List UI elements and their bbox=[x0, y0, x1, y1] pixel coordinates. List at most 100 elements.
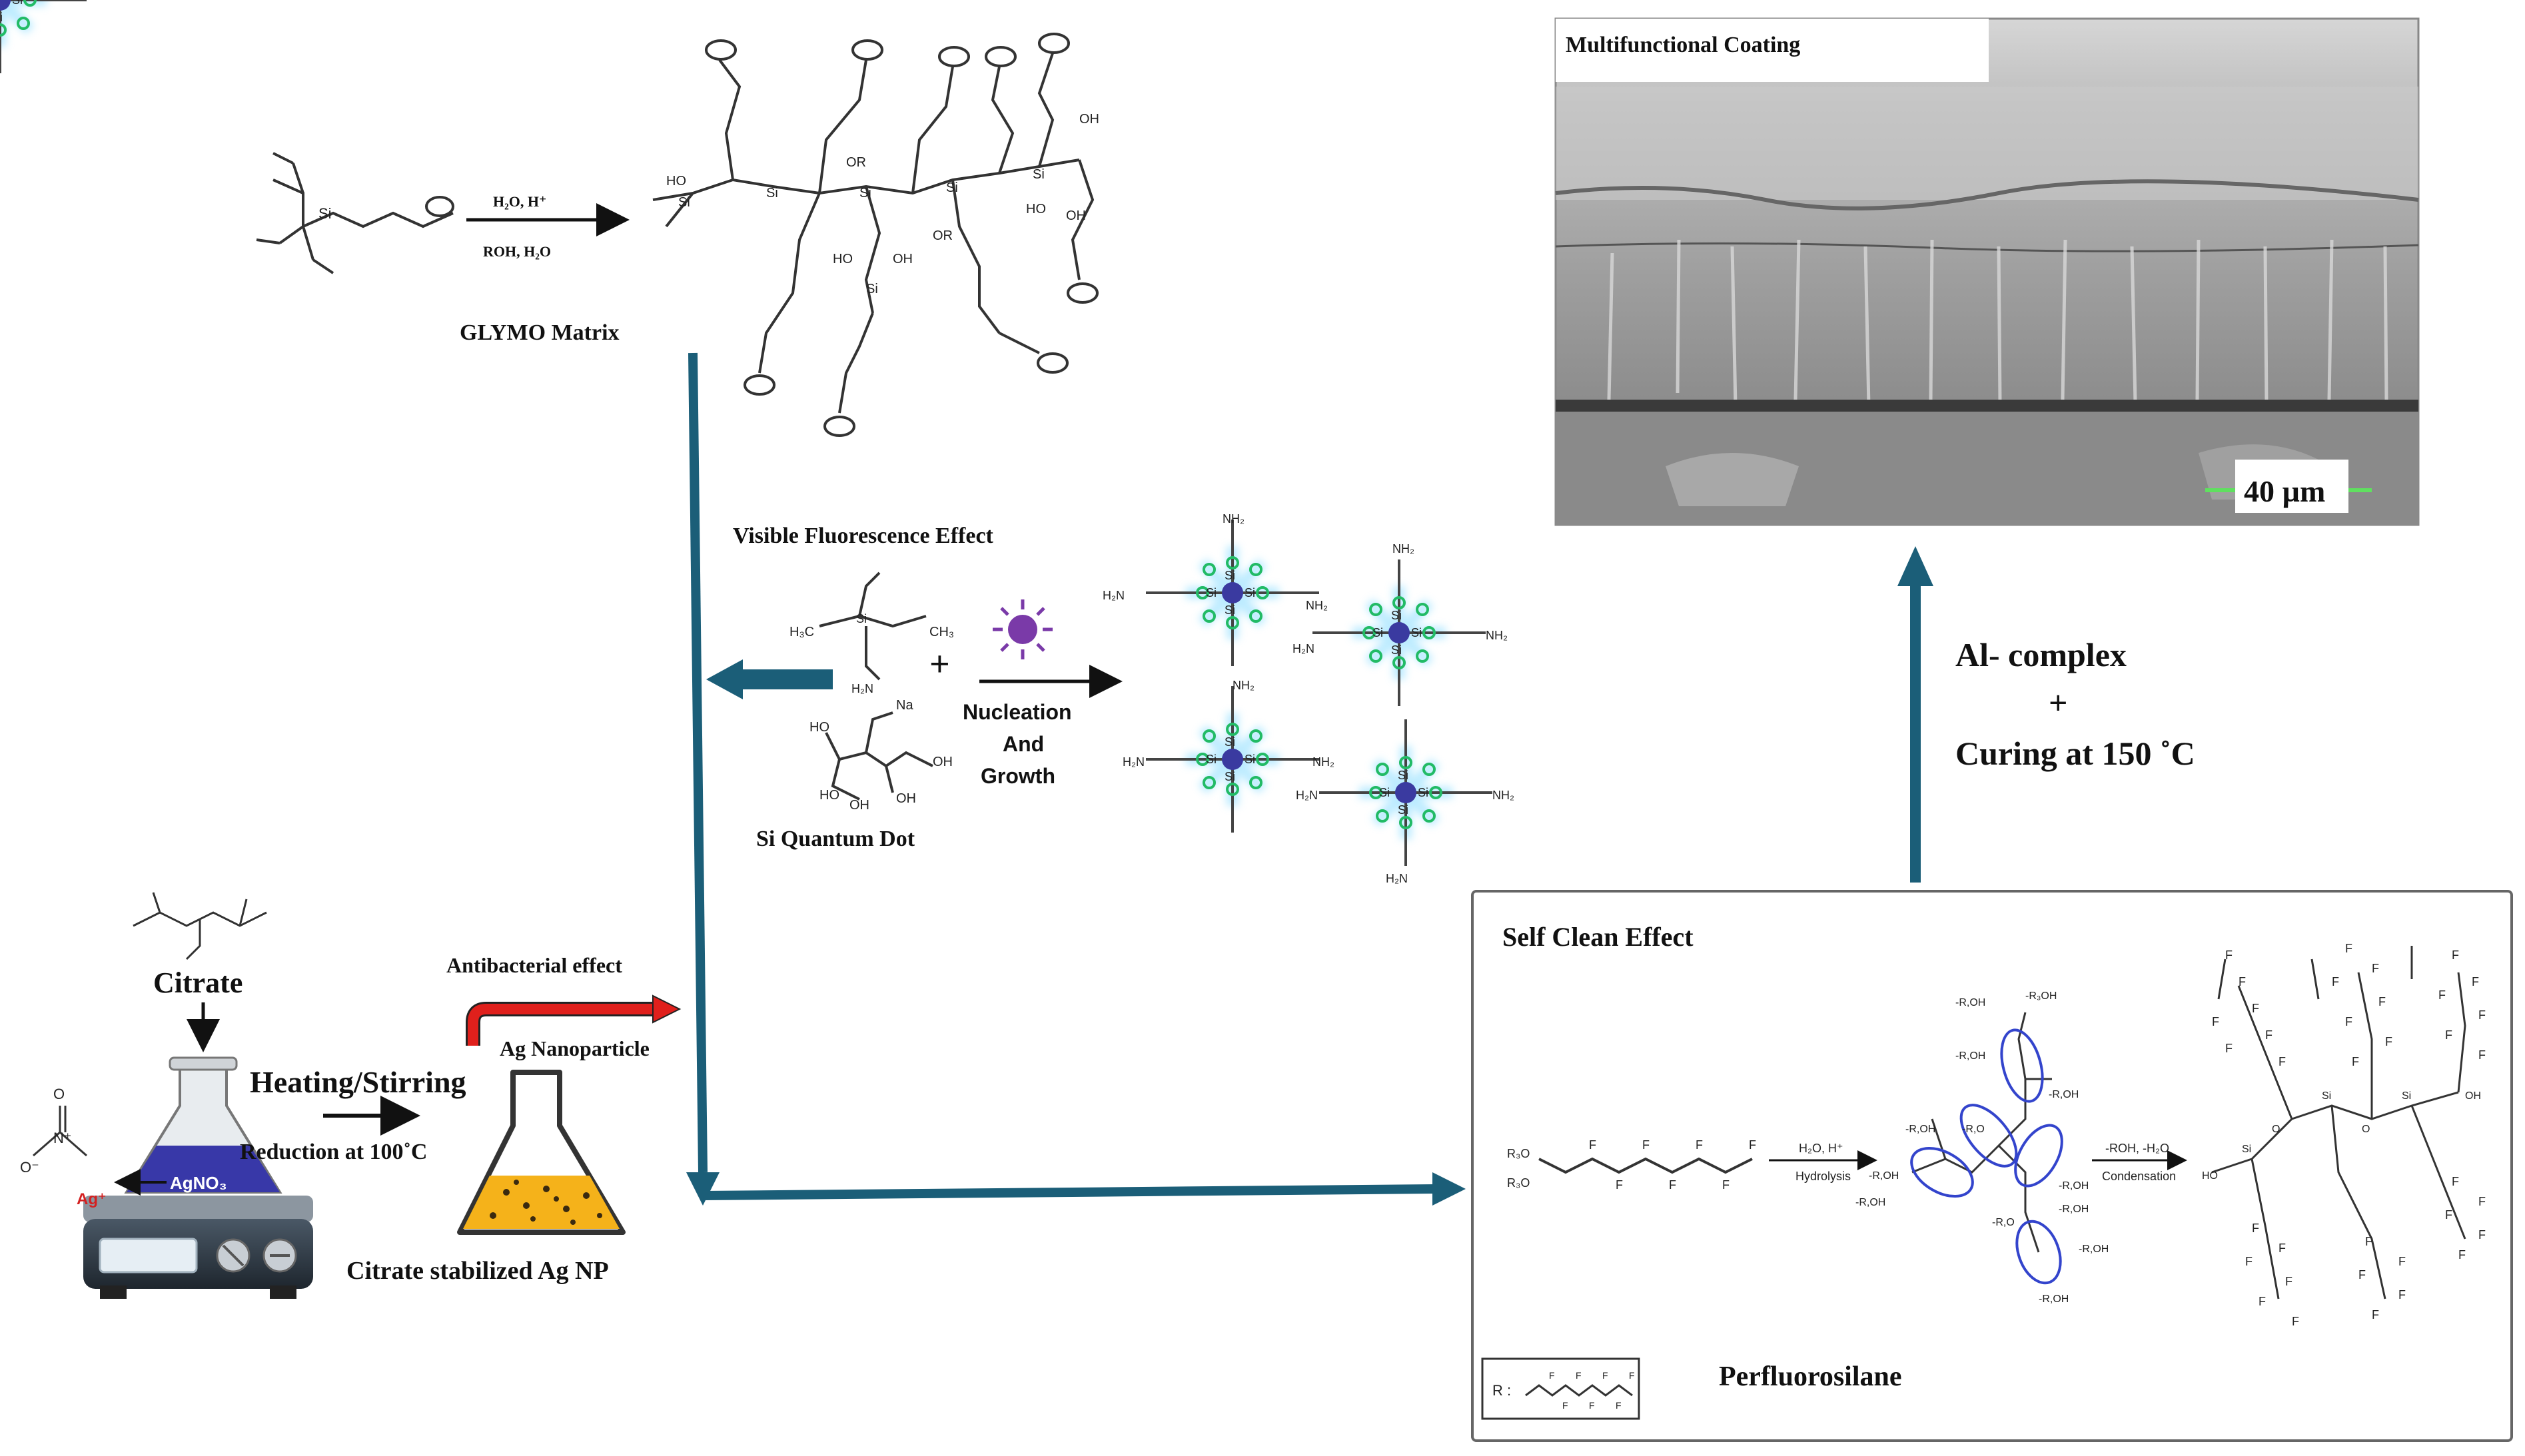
glymo-conditions-top: H₂O, H⁺ bbox=[493, 193, 547, 210]
antibacterial-red-arrow bbox=[466, 994, 682, 1046]
svg-text:F: F bbox=[1602, 1370, 1608, 1381]
glymo-si-label: Si bbox=[318, 205, 332, 222]
svg-text:F: F bbox=[2278, 1242, 2286, 1255]
svg-text:F: F bbox=[2365, 1235, 2372, 1248]
svg-text:F: F bbox=[2452, 948, 2459, 962]
self-clean-panel bbox=[1471, 890, 2513, 1442]
svg-text:F: F bbox=[2225, 1042, 2233, 1055]
svg-text:F: F bbox=[1562, 1400, 1568, 1411]
ag-nanoparticle-label: Ag Nanoparticle bbox=[500, 1036, 650, 1060]
svg-text:F: F bbox=[2398, 1288, 2406, 1301]
svg-text:Si: Si bbox=[946, 181, 958, 195]
svg-text:O: O bbox=[53, 1086, 65, 1102]
antibacterial-label: Antibacterial effect bbox=[446, 953, 622, 977]
svg-text:F: F bbox=[1616, 1400, 1622, 1411]
svg-text:HO: HO bbox=[809, 720, 829, 735]
svg-text:Si: Si bbox=[2322, 1090, 2331, 1102]
svg-text:F: F bbox=[2458, 1248, 2466, 1262]
svg-text:F: F bbox=[1669, 1178, 1676, 1192]
main-flow bbox=[686, 352, 1933, 1206]
svg-text:F: F bbox=[2478, 1048, 2486, 1062]
uv-light-icon bbox=[993, 599, 1053, 659]
svg-text:F: F bbox=[1576, 1370, 1582, 1381]
nitrate-molecule bbox=[33, 1106, 87, 1157]
si-qd-cluster-3 bbox=[1146, 686, 1319, 833]
svg-text:-R,OH: -R,OH bbox=[2059, 1204, 2089, 1215]
svg-text:-R,O: -R,O bbox=[1992, 1217, 2015, 1228]
glymo-monomer bbox=[256, 152, 454, 274]
ag-np-flask bbox=[457, 1070, 626, 1235]
glymo-network bbox=[652, 33, 1099, 437]
svg-text:F: F bbox=[2239, 975, 2246, 988]
growth-label: Growth bbox=[981, 764, 1055, 788]
r-key-label: R : bbox=[1492, 1382, 1511, 1399]
svg-text:-R,O: -R,O bbox=[1962, 1124, 1985, 1135]
sem-image bbox=[1554, 17, 2420, 526]
reactant-plus: + bbox=[929, 644, 950, 684]
svg-text:F: F bbox=[2352, 1055, 2359, 1068]
scale-bar-label: 40 µm bbox=[2244, 474, 2325, 508]
nucleation-label: Nucleation bbox=[963, 700, 1072, 724]
svg-text:HO: HO bbox=[819, 788, 839, 803]
svg-text:NH₂: NH₂ bbox=[1306, 599, 1328, 612]
svg-text:F: F bbox=[2278, 1055, 2286, 1068]
svg-text:F: F bbox=[1616, 1178, 1623, 1192]
svg-text:F: F bbox=[2372, 962, 2379, 975]
hydrolysis-top: H₂O, H⁺ bbox=[1799, 1142, 1843, 1155]
svg-text:-R,OH: -R,OH bbox=[2049, 1089, 2079, 1100]
svg-text:F: F bbox=[1589, 1138, 1596, 1152]
svg-text:Si: Si bbox=[766, 186, 778, 200]
svg-text:OH: OH bbox=[849, 798, 869, 813]
svg-text:F: F bbox=[1589, 1400, 1595, 1411]
svg-text:Si: Si bbox=[12, 0, 23, 7]
svg-text:F: F bbox=[1749, 1138, 1756, 1152]
glymo-matrix-label: GLYMO Matrix bbox=[460, 320, 620, 345]
svg-text:F: F bbox=[1642, 1138, 1650, 1152]
svg-text:F: F bbox=[2265, 1028, 2272, 1042]
si-qd-cluster-2 bbox=[1312, 559, 1486, 706]
svg-text:Si: Si bbox=[856, 612, 867, 625]
svg-text:OH: OH bbox=[2465, 1090, 2481, 1102]
svg-text:HO: HO bbox=[2202, 1170, 2218, 1182]
reduction-label: Reduction at 100˚C bbox=[240, 1140, 427, 1164]
curing-plus: + bbox=[2049, 684, 2068, 721]
svg-text:H₂N: H₂N bbox=[1103, 589, 1125, 602]
svg-text:H₂N: H₂N bbox=[1386, 872, 1408, 885]
svg-text:F: F bbox=[2252, 1002, 2259, 1015]
svg-text:F: F bbox=[2225, 948, 2233, 962]
svg-text:Si: Si bbox=[2242, 1144, 2251, 1155]
svg-text:F: F bbox=[2445, 1208, 2452, 1222]
citrate-molecule bbox=[133, 892, 267, 960]
svg-text:H₂N: H₂N bbox=[1292, 642, 1314, 655]
svg-text:F: F bbox=[2478, 1195, 2486, 1208]
svg-text:F: F bbox=[2478, 1008, 2486, 1022]
perfluorosilane-label: Perfluorosilane bbox=[1719, 1361, 1902, 1392]
svg-text:F: F bbox=[2472, 975, 2479, 988]
svg-text:F: F bbox=[2345, 942, 2352, 955]
svg-text:-R,OH: -R,OH bbox=[1905, 1124, 1935, 1135]
svg-text:R₃O: R₃O bbox=[1507, 1176, 1530, 1190]
ag-ion-label: Ag⁺ bbox=[77, 1190, 107, 1208]
svg-text:HO: HO bbox=[833, 252, 853, 266]
svg-text:NH₂: NH₂ bbox=[1486, 629, 1508, 642]
svg-text:-R₃OH: -R₃OH bbox=[2025, 990, 2057, 1002]
svg-text:OH: OH bbox=[1066, 208, 1086, 223]
svg-text:F: F bbox=[2358, 1268, 2366, 1281]
and-label: And bbox=[1003, 732, 1044, 756]
svg-text:-R,OH: -R,OH bbox=[2079, 1244, 2109, 1255]
svg-text:Si: Si bbox=[859, 186, 871, 200]
citrate-label: Citrate bbox=[153, 966, 243, 999]
svg-text:F: F bbox=[2445, 1028, 2452, 1042]
svg-text:F: F bbox=[2252, 1222, 2259, 1235]
svg-text:-R,OH: -R,OH bbox=[1855, 1197, 1885, 1208]
svg-text:F: F bbox=[2398, 1255, 2406, 1268]
hydrolysis-bottom: Hydrolysis bbox=[1795, 1170, 1851, 1183]
agno3-label: AgNO₃ bbox=[170, 1173, 227, 1193]
svg-text:-R,OH: -R,OH bbox=[2039, 1293, 2069, 1305]
al-complex-label: Al- complex bbox=[1955, 636, 2127, 673]
